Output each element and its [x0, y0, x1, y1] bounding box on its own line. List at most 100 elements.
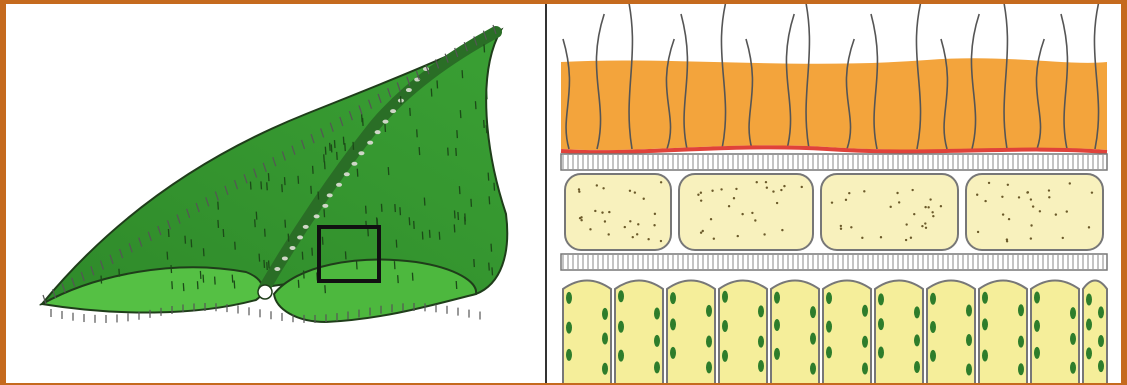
leaf-hair — [267, 262, 268, 270]
midrib-spot — [282, 256, 288, 260]
cross-section-illustration — [547, 4, 1121, 383]
leaf-hair — [267, 182, 268, 190]
cell-granule — [1018, 196, 1020, 198]
chloroplast — [758, 360, 764, 372]
chloroplast — [1098, 306, 1104, 318]
cell-granule — [929, 198, 931, 200]
cell-granule — [780, 189, 782, 191]
cell-granule — [1066, 210, 1068, 212]
cell-granule — [840, 225, 842, 227]
cell-granule — [977, 231, 979, 233]
midrib-spot — [336, 183, 342, 187]
cell-granule — [931, 211, 933, 213]
midrib-spot — [290, 246, 296, 250]
cell-granule — [660, 240, 662, 242]
chloroplast — [566, 322, 572, 334]
cell-granule — [720, 188, 722, 190]
leaf-hair — [218, 202, 219, 210]
cell-granule — [737, 235, 739, 237]
cell-granule — [889, 206, 891, 208]
chloroplast — [1098, 360, 1104, 372]
leaf-hair — [282, 184, 283, 192]
cell-granule — [728, 205, 730, 207]
cell-granule — [896, 192, 898, 194]
chloroplast — [1070, 333, 1076, 345]
midrib-spot — [344, 172, 350, 176]
leaf-hair — [255, 219, 256, 227]
chloroplast — [618, 321, 624, 333]
cell-granule — [636, 233, 638, 235]
leaf-hair — [401, 96, 402, 104]
cell-granule — [700, 232, 702, 234]
midrib-spot — [358, 151, 364, 155]
cell-granule — [831, 201, 833, 203]
leaf-hair — [322, 237, 323, 245]
cell-granule — [1091, 191, 1093, 193]
chloroplast — [654, 361, 660, 373]
leaf-hair — [330, 143, 331, 151]
leaf-hair — [313, 166, 314, 174]
chloroplast — [810, 363, 816, 375]
leaf-hair — [484, 120, 485, 128]
cell-granule — [801, 186, 803, 188]
midrib-spot — [382, 120, 388, 124]
cell-granule — [921, 225, 923, 227]
leaf-hair — [368, 228, 369, 236]
leaf-hair — [234, 280, 235, 288]
midrib-spot — [367, 141, 373, 145]
chloroplast — [670, 347, 676, 359]
midrib-spot — [390, 109, 396, 113]
chloroplast — [654, 335, 660, 347]
leaf-hair — [363, 118, 364, 126]
cell-granule — [1026, 191, 1028, 193]
leaf-hair — [414, 221, 415, 229]
cell-granule — [700, 199, 702, 201]
leaf-hair — [334, 140, 335, 148]
chloroplast — [1070, 307, 1076, 319]
chloroplast — [862, 363, 868, 375]
chloroplast — [706, 361, 712, 373]
chloroplast — [862, 305, 868, 317]
chloroplast — [566, 292, 572, 304]
leaf-hair — [394, 261, 395, 269]
cell-granule — [607, 233, 609, 235]
cell-granule — [578, 190, 580, 192]
midrib-spot — [303, 225, 309, 229]
cell-granule — [601, 211, 603, 213]
chloroplast — [826, 292, 832, 304]
leaf-hair — [203, 248, 204, 256]
chloroplast — [1034, 320, 1040, 332]
leaf-hair — [223, 229, 224, 237]
upper-cell — [565, 174, 671, 250]
cell-granule — [763, 233, 765, 235]
leaf-hair — [410, 108, 411, 116]
leaf-hair — [448, 148, 449, 156]
leaf-hair — [302, 252, 303, 260]
chloroplast — [1018, 304, 1024, 316]
midrib-spot — [274, 267, 280, 271]
cell-granule — [702, 230, 704, 232]
midrib-spot — [297, 235, 303, 239]
leaf-hair — [218, 220, 219, 228]
cell-granule — [765, 181, 767, 183]
cell-granule — [905, 223, 907, 225]
chloroplast — [1070, 362, 1076, 374]
cell-granule — [984, 200, 986, 202]
cell-granule — [976, 194, 978, 196]
leaf-hair — [298, 280, 299, 288]
leaf-illustration — [6, 4, 539, 383]
leaf-hair — [119, 269, 120, 277]
cell-granule — [925, 227, 927, 229]
leaf-hair — [324, 154, 325, 162]
midrib-spot — [406, 88, 412, 92]
chloroplast — [930, 350, 936, 362]
leaf-hair — [203, 275, 204, 283]
cell-granule — [1007, 184, 1009, 186]
chloroplast — [810, 333, 816, 345]
cell-granule — [604, 220, 606, 222]
leaf-hair — [457, 130, 458, 138]
leaf-hair — [357, 169, 358, 177]
cell-granule — [579, 217, 581, 219]
chloroplast — [914, 361, 920, 373]
upper-cell — [966, 174, 1103, 250]
